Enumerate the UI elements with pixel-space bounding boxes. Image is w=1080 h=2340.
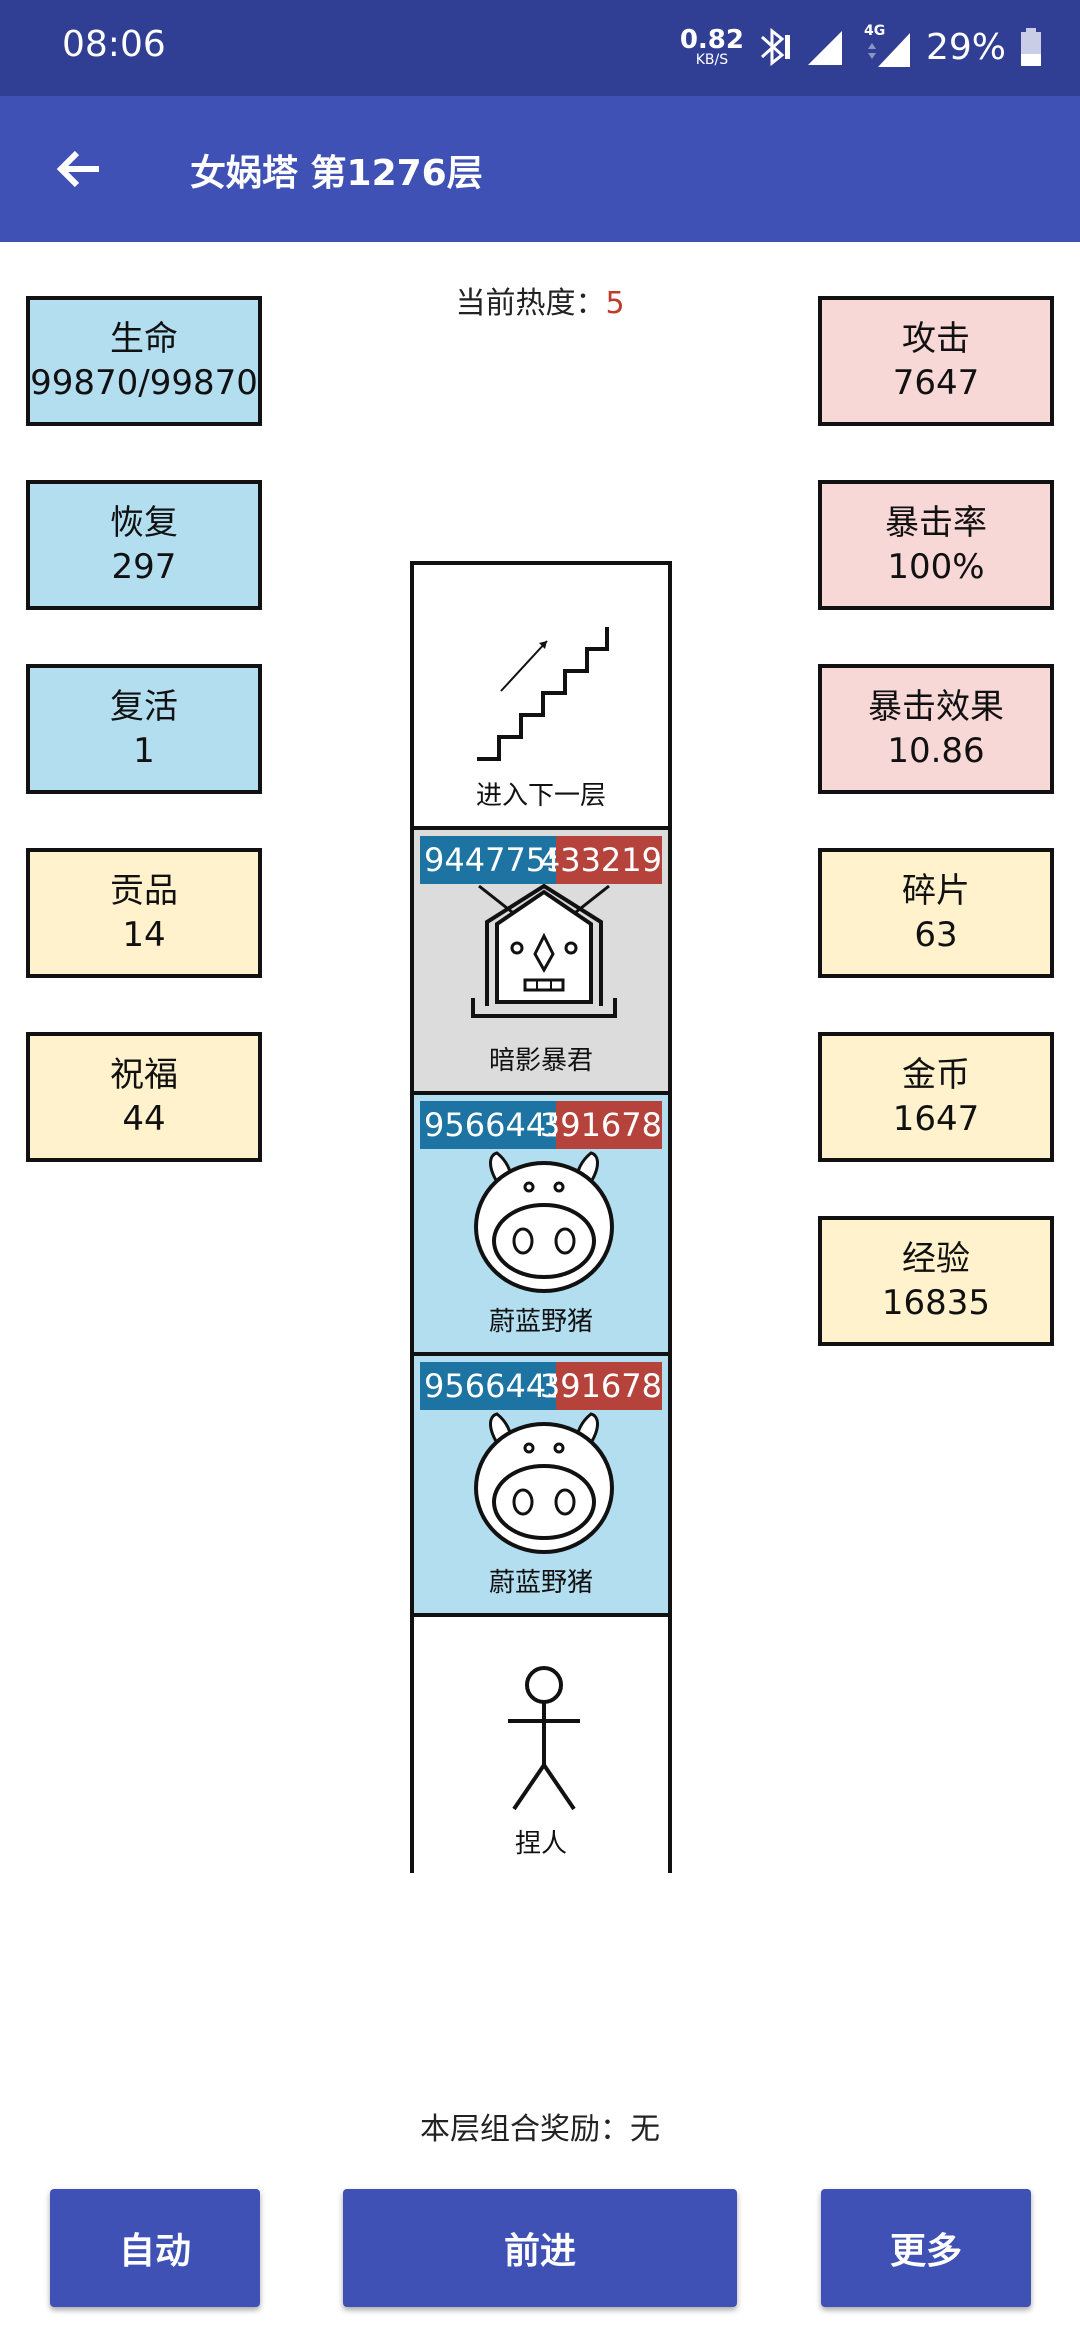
stat-fragments: 碎片 63 [818,848,1054,978]
back-button[interactable] [44,134,114,204]
auto-button[interactable]: 自动 [50,2189,260,2307]
stat-value: 7647 [892,363,980,403]
stat-label: 碎片 [902,871,970,911]
hp-value: 9447755 [420,836,567,884]
status-bar: 08:06 0.82 KB/S 4G 29% [0,0,1080,96]
stat-label: 金币 [902,1055,970,1095]
tower-cell-enemy[interactable]: 9447755 433219 暗影暴君 [414,826,668,1091]
battery-icon [1021,28,1041,66]
combo-reward: 本层组合奖励：无 [0,2104,1080,2148]
arrow-left-icon [56,150,99,188]
tower-column: 进入下一层 9447755 433219 暗影暴君 [410,561,672,1874]
network-type-label: 4G [863,23,886,39]
stat-crit-rate: 暴击率 100% [818,480,1054,610]
network-speed-value: 0.82 [679,25,744,55]
tower-cell-player[interactable]: 捏人 [414,1613,668,1874]
boar-icon [474,1151,614,1293]
stat-label: 经验 [902,1239,970,1279]
stat-label: 攻击 [902,319,970,359]
tower-cell-name: 蔚蓝野猪 [488,1307,593,1337]
combo-value: 无 [630,2112,660,2147]
tower-cell-name: 暗影暴君 [488,1046,593,1076]
tower-cell-name: 捏人 [514,1829,567,1859]
stat-revive: 复活 1 [26,664,262,794]
heat-indicator: 当前热度：5 [0,278,1080,322]
stat-label: 恢复 [110,503,178,543]
stat-label: 祝福 [110,1055,178,1095]
stat-crit-effect: 暴击效果 10.86 [818,664,1054,794]
shadow-tyrant-icon [471,883,617,1018]
app-bar: 女娲塔 第1276层 [0,96,1080,242]
forward-button[interactable]: 前进 [343,2189,737,2307]
stat-label: 贡品 [110,871,178,911]
stat-exp: 经验 16835 [818,1216,1054,1346]
status-icons: 0.82 KB/S 4G 29% [680,22,1042,72]
network-speed: 0.82 KB/S [680,27,744,67]
stat-value: 63 [914,915,958,955]
hp-value: 9566445 [420,1362,567,1410]
stat-label: 复活 [110,687,178,727]
stat-value: 10.86 [887,731,985,771]
more-button[interactable]: 更多 [821,2189,1031,2307]
stat-attack: 攻击 7647 [818,296,1054,426]
network-speed-unit: KB/S [695,52,729,68]
signal-4g-icon: 4G [858,23,912,69]
stick-figure-icon [508,1666,580,1811]
bluetooth-icon [760,27,790,67]
stat-label: 暴击效果 [868,687,1004,727]
combo-label: 本层组合奖励： [420,2112,630,2147]
stat-value: 1 [133,731,155,771]
stat-value: 14 [122,915,166,955]
stat-label: 暴击率 [885,503,987,543]
stat-value: 44 [122,1099,166,1139]
stat-regen: 恢复 297 [26,480,262,610]
battery-percent: 29% [925,26,1006,68]
heat-value: 5 [605,286,625,321]
stat-gold: 金币 1647 [818,1032,1054,1162]
stat-hp: 生命 99870/99870 [26,296,262,426]
damage-value: 391678 [540,1101,662,1149]
hp-value: 9566445 [420,1101,567,1149]
stat-value: 100% [887,547,985,587]
stat-value: 99870/99870 [30,363,258,403]
page-title: 女娲塔 第1276层 [190,153,483,194]
enemy-hp-bar: 9566445 391678 [420,1362,662,1410]
stairs-icon [477,627,609,761]
stat-value: 16835 [881,1283,991,1323]
damage-value: 433219 [540,836,662,884]
boar-icon [474,1412,614,1554]
damage-value: 391678 [540,1362,662,1410]
enemy-hp-bar: 9447755 433219 [420,836,662,884]
signal-icon [807,31,842,65]
status-time: 08:06 [62,24,166,65]
tower-cell-enemy[interactable]: 9566445 391678 蔚蓝野猪 [414,1091,668,1352]
heat-label: 当前热度： [455,286,606,321]
stat-tribute: 贡品 14 [26,848,262,978]
tower-cell-enemy[interactable]: 9566445 391678 蔚蓝野猪 [414,1352,668,1613]
stat-blessing: 祝福 44 [26,1032,262,1162]
tower-cell-name: 进入下一层 [475,781,606,811]
tower-cell-next-floor[interactable]: 进入下一层 [414,565,668,826]
stat-value: 297 [111,547,177,587]
stat-label: 生命 [110,319,178,359]
tower-cell-name: 蔚蓝野猪 [488,1568,593,1598]
stat-value: 1647 [892,1099,980,1139]
enemy-hp-bar: 9566445 391678 [420,1101,662,1149]
